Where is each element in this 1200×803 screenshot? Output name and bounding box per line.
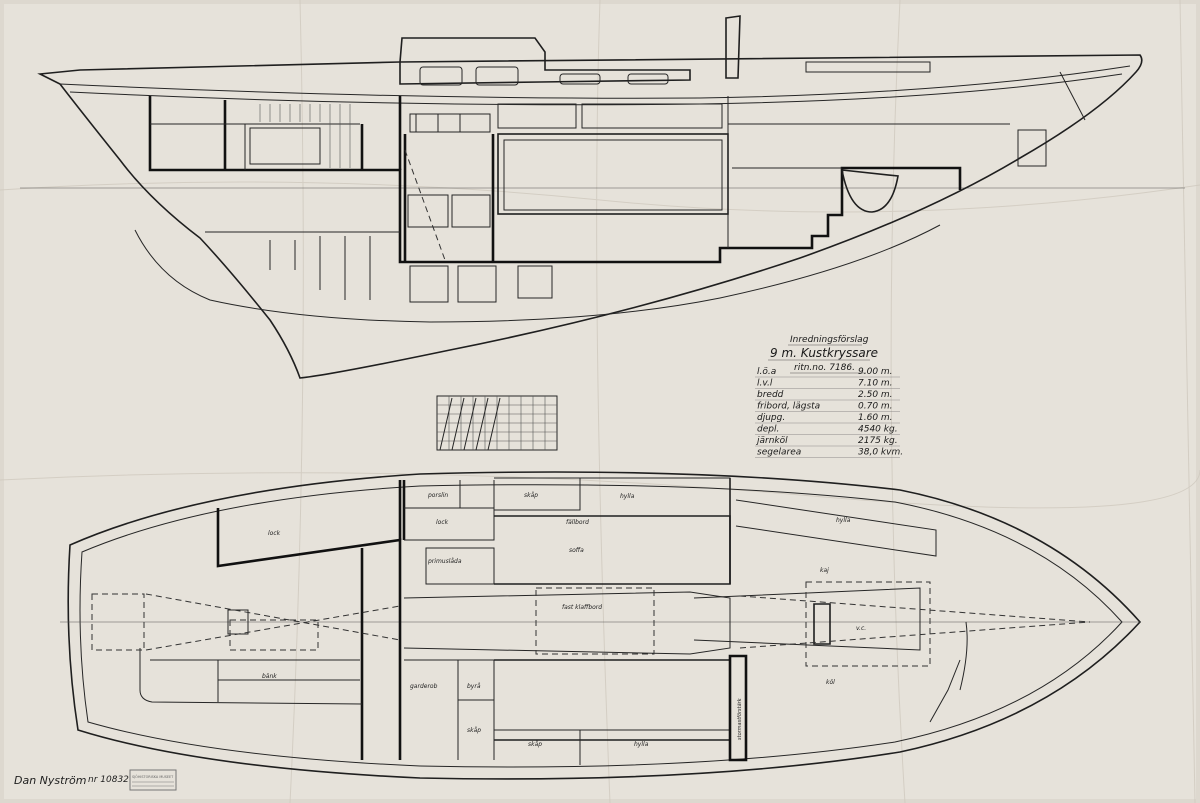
label-garderob: garderob	[410, 683, 438, 690]
sheer-line	[59, 65, 1131, 99]
signature: Dan Nyström	[14, 774, 86, 787]
spec-key: depl.	[757, 425, 779, 435]
hull-plan-outline	[67, 471, 1142, 780]
plan-labels: porslin skåp hylla hylla lock lock fällb…	[262, 492, 866, 748]
cabin-window-4	[627, 73, 669, 85]
label-hylla-top: hylla	[620, 493, 635, 500]
fore-hatch	[805, 61, 931, 73]
label-lock-2: lock	[436, 519, 449, 526]
label-hylla-fore: hylla	[836, 517, 851, 524]
profile-view	[20, 15, 1185, 379]
cabin-trunk	[399, 37, 691, 85]
spec-key: segelarea	[757, 448, 801, 458]
profile-interior	[148, 96, 1047, 303]
spec-title: 9 m. Kustkryssare	[770, 346, 878, 360]
museum-stamp	[129, 769, 177, 791]
spec-key: järnköl	[755, 436, 788, 446]
spec-key: fribord, lägsta	[757, 402, 820, 412]
scale-grid	[436, 395, 558, 451]
label-fallbord: fällbord	[566, 519, 589, 526]
label-soffa: soffa	[569, 547, 584, 554]
spec-value: 9.00 m.	[858, 367, 893, 377]
spec-value: 38,0 kvm.	[858, 448, 903, 458]
spec-key: bredd	[757, 390, 784, 400]
spec-key: djupg.	[757, 413, 785, 423]
label-kaj: kaj	[820, 567, 829, 574]
spec-table: Inredningsförslag 9 m. Kustkryssare ritn…	[755, 335, 903, 458]
hull-profile-outline	[37, 54, 1143, 379]
spec-value: 7.10 m.	[858, 379, 893, 389]
label-bank: bänk	[262, 673, 277, 680]
spec-value: 0.70 m.	[858, 402, 893, 412]
hull-plan-inner	[79, 484, 1123, 768]
label-mast: stormastförstärk	[737, 697, 743, 740]
label-skap-bottom: skåp	[528, 741, 542, 748]
spec-heading: Inredningsförslag	[790, 335, 869, 345]
spec-key: l.v.l	[757, 379, 773, 389]
spec-drawing-no: ritn.no. 7186.	[794, 363, 855, 373]
spec-value: 1.60 m.	[858, 413, 893, 423]
spec-value: 2175 kg.	[858, 436, 898, 446]
label-vc: v.c.	[856, 625, 866, 632]
label-kol: köl	[826, 679, 835, 686]
label-fast-klaffbord: fast klaffbord	[562, 604, 602, 611]
label-skap-top: skåp	[524, 492, 538, 499]
bow-rail	[1059, 71, 1086, 121]
spec-value: 4540 kg.	[858, 425, 898, 435]
spec-value: 2.50 m.	[858, 390, 893, 400]
plan-view	[60, 471, 1142, 780]
keel-line	[134, 224, 941, 323]
cabin-window-3	[559, 73, 601, 85]
label-porslin: porslin	[427, 492, 448, 499]
wc-bowl	[841, 169, 899, 213]
reference-number: nr 10832	[88, 775, 129, 785]
label-byra: byrå	[467, 683, 481, 690]
label-lock: lock	[268, 530, 281, 537]
cabin-window-2	[475, 66, 519, 86]
label-skap-low: skåp	[467, 727, 481, 734]
spec-key: l.ö.a	[757, 367, 776, 377]
label-primuslada: primuslåda	[427, 558, 462, 565]
corner-annotations: Dan Nyström nr 10832 SJÖHISTORISKA MUSEE…	[14, 769, 177, 791]
paper-sheet	[4, 4, 1196, 799]
cabin-window-1	[419, 66, 463, 86]
stamp-text: SJÖHISTORISKA MUSEET	[132, 774, 174, 779]
mast-stub	[725, 15, 741, 79]
label-hylla-bottom: hylla	[634, 741, 649, 748]
